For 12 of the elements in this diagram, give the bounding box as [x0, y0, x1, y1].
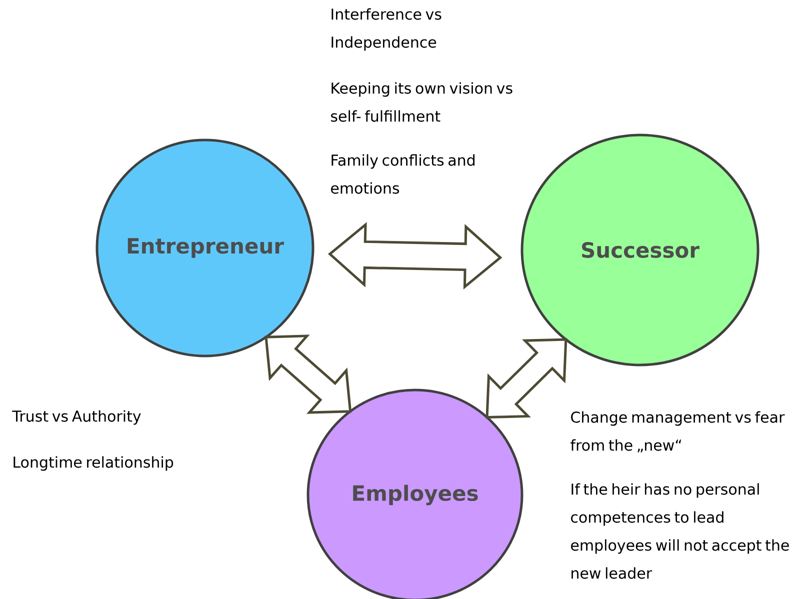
- circle-node: Employees: [306, 388, 524, 599]
- note-text: Trust vs Authority: [12, 410, 141, 425]
- note-text: Longtime relationship: [14, 456, 174, 471]
- note-text: Keeping its own vision vs self- fulfillment: [331, 82, 512, 122]
- circle-node: Entrepreneur: [96, 138, 314, 358]
- double-arrow: [486, 338, 568, 419]
- note-text: Change management vs fear from the „new“: [570, 411, 785, 452]
- double-arrow: [264, 334, 352, 414]
- circle-node: Successor: [520, 134, 760, 366]
- note-text: Family conflicts and emotions: [331, 154, 474, 194]
- note-text: Interference vs Independence: [332, 8, 442, 51]
- note-text: If the heir has no personal competences to lead employees will not accept the new leader: [571, 483, 789, 579]
